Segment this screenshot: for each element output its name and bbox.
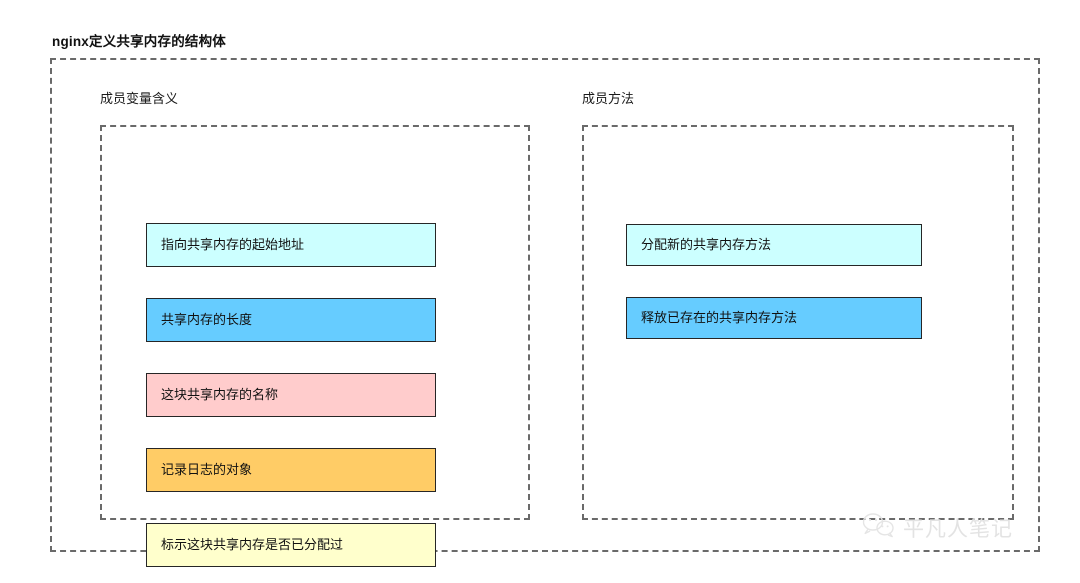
list-item[interactable]: 分配新的共享内存方法 [626, 224, 922, 266]
group-label-member-variables: 成员变量含义 [100, 91, 179, 106]
list-item[interactable]: 这块共享内存的名称 [146, 373, 436, 417]
list-item-label: 分配新的共享内存方法 [641, 237, 772, 253]
page-title: nginx定义共享内存的结构体 [52, 34, 226, 49]
list-item-label: 共享内存的长度 [161, 312, 253, 328]
list-item-label: 释放已存在的共享内存方法 [641, 310, 798, 326]
inner-frame-member-methods: 分配新的共享内存方法 释放已存在的共享内存方法 [582, 125, 1014, 520]
list-item[interactable]: 释放已存在的共享内存方法 [626, 297, 922, 339]
list-item-label: 标示这块共享内存是否已分配过 [161, 537, 344, 553]
list-item-label: 记录日志的对象 [161, 462, 253, 478]
list-item[interactable]: 标示这块共享内存是否已分配过 [146, 523, 436, 567]
list-item[interactable]: 记录日志的对象 [146, 448, 436, 492]
diagram-outer-frame: 成员变量含义 指向共享内存的起始地址 共享内存的长度 这块共享内存的名称 记录日… [50, 58, 1040, 567]
list-item[interactable]: 指向共享内存的起始地址 [146, 223, 436, 267]
list-item-label: 这块共享内存的名称 [161, 387, 279, 403]
list-item[interactable]: 共享内存的长度 [146, 298, 436, 342]
group-label-member-methods: 成员方法 [582, 91, 635, 106]
list-item-label: 指向共享内存的起始地址 [161, 237, 305, 253]
inner-frame-member-variables: 指向共享内存的起始地址 共享内存的长度 这块共享内存的名称 记录日志的对象 标示… [100, 125, 530, 567]
